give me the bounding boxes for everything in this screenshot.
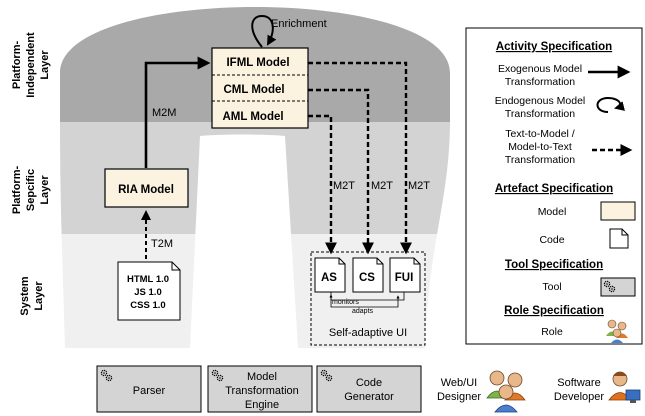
designer-label-line: Web/UI: [441, 377, 477, 389]
layer-label-pim-line: Platform-: [11, 41, 23, 90]
cs-doc: [352, 257, 384, 293]
m2t-arrow-cs: [308, 88, 374, 255]
legend-tool-label: Tool: [542, 281, 561, 293]
m2t-arrow-as: [308, 114, 337, 255]
layer-label-psm-line: Platform-: [11, 166, 23, 215]
code-doc-shape: [117, 261, 181, 321]
aml-model-label: AML Model: [222, 111, 283, 123]
layer-label-psm-line: Layer: [39, 175, 51, 205]
fui-label: FUI: [395, 272, 414, 284]
cs-label: CS: [359, 272, 375, 284]
legend-artefact-title: Artefact Specification: [495, 183, 613, 195]
m2t-arrow-fui: [308, 61, 412, 255]
layer-label-psm: Platform- Sepcific Layer: [11, 166, 51, 215]
tool-model-transformation-engine: Model Transformation Engine: [207, 365, 313, 413]
cml-model-label: CML Model: [223, 84, 284, 96]
legend-model-label: Model: [538, 206, 567, 218]
code-line: JS 1.0: [134, 287, 161, 298]
legend-activity-title: Activity Specification: [496, 41, 612, 53]
layer-label-pim: Platform- Independent Layer: [11, 32, 51, 98]
codegen-label-line: Code: [356, 377, 382, 389]
legend-model-swatch: [600, 201, 636, 221]
developer-label-line: Software: [557, 377, 600, 389]
enrichment-loop-arrow: [251, 14, 277, 48]
legend-tool-title: Tool Specification: [505, 259, 603, 271]
parser-box: [96, 365, 202, 413]
legend-t2m-line: Transformation: [505, 154, 575, 166]
m2t-label: M2T: [333, 180, 355, 192]
ria-model-box: [104, 168, 189, 208]
m2t-label: M2T: [408, 180, 430, 192]
tool-code-generator: Code Generator: [316, 365, 422, 413]
self-adaptive-ui: AS CS FUI monitors adapts Self-adaptive …: [310, 251, 426, 346]
fui-doc: [389, 257, 421, 293]
adapts-label: adapts: [352, 308, 374, 315]
legend-code-label: Code: [539, 234, 564, 246]
role-designer: Web/UI Designer: [437, 370, 526, 413]
model-stack: IFML Model CML Model AML Model: [211, 47, 309, 129]
legend-exo-line: Transformation: [505, 76, 575, 88]
legend-endo-line: Endogenous Model: [495, 95, 586, 107]
as-label: AS: [321, 272, 337, 284]
mte-label-line: Engine: [245, 399, 279, 411]
parser-label: Parser: [133, 385, 166, 397]
legend-endo-line: Transformation: [505, 108, 575, 120]
enrichment-label: Enrichment: [271, 18, 327, 30]
self-adaptive-ui-frame: [310, 251, 426, 346]
ifml-model-label: IFML Model: [226, 57, 289, 69]
model-stack-box: [211, 47, 309, 129]
legend-t2m-line: Text-to-Model /: [505, 128, 575, 140]
designer-group-icon: [486, 370, 526, 413]
codegen-label-line: Generator: [344, 391, 394, 403]
layer-label-system-line: Layer: [33, 281, 45, 311]
code-document: HTML 1.0 JS 1.0 CSS 1.0: [117, 261, 181, 321]
legend-code-doc: [609, 228, 629, 249]
m2m-label: M2M: [152, 107, 176, 119]
layer-label-pim-line: Independent: [25, 32, 37, 98]
adapts-arrow: [330, 292, 400, 308]
legend-endo-loop: [596, 96, 625, 113]
legend-role-icon: [606, 319, 628, 343]
layer-label-psm-line: Sepcific: [25, 169, 37, 211]
developer-label-line: Developer: [554, 391, 604, 403]
legend-role-title: Role Specification: [504, 305, 604, 317]
legend: Activity Specification Exogenous Model T…: [465, 27, 643, 345]
mte-label-line: Model: [247, 371, 277, 383]
legend-exo-line: Exogenous Model: [498, 63, 582, 75]
legend-role-label: Role: [541, 326, 563, 338]
mte-label-line: Transformation: [225, 385, 299, 397]
t2m-label: T2M: [151, 238, 173, 250]
self-adaptive-ui-caption: Self-adaptive UI: [329, 327, 407, 339]
ria-model-label: RIA Model: [118, 184, 174, 196]
developer-icon: [608, 371, 641, 403]
legend-t2m-line: Model-to-Text: [508, 141, 572, 153]
layer-label-system: System Layer: [19, 276, 45, 315]
code-line: CSS 1.0: [130, 300, 165, 311]
arch-gap: [190, 134, 298, 348]
as-doc: [314, 257, 346, 293]
layer-label-pim-line: Layer: [39, 50, 51, 80]
code-line: HTML 1.0: [127, 274, 169, 285]
codegen-box: [316, 365, 422, 413]
mte-box: [207, 365, 313, 413]
layer-label-system-line: System: [19, 276, 31, 315]
m2t-label: M2T: [371, 180, 393, 192]
monitors-label: monitors: [332, 299, 359, 306]
tool-parser: Parser: [96, 365, 202, 413]
designer-label-line: Designer: [437, 391, 481, 403]
m2m-arrow: [144, 56, 211, 168]
role-developer: Software Developer: [554, 371, 641, 403]
